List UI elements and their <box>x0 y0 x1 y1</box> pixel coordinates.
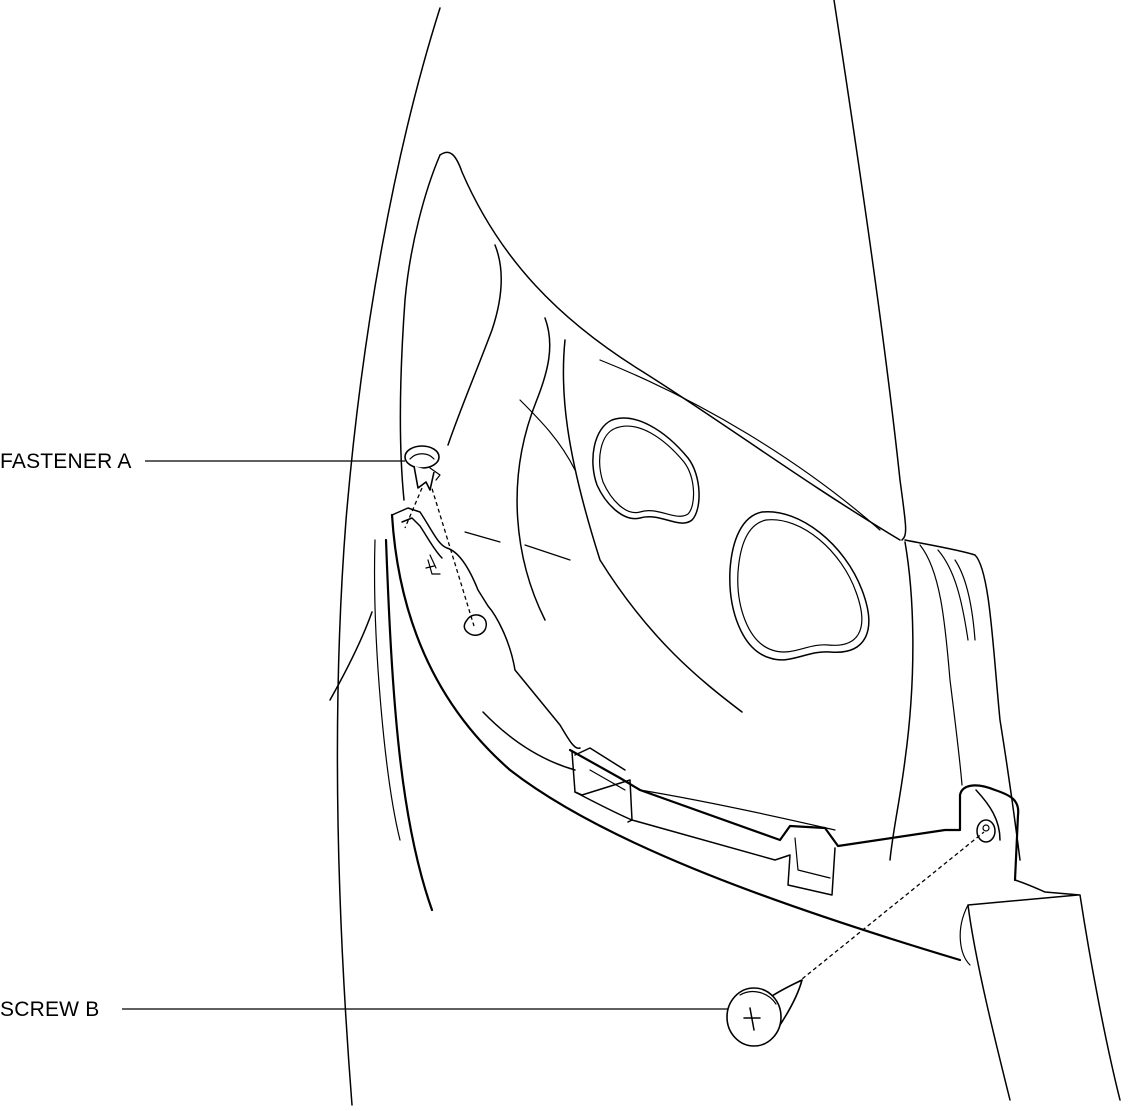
fastener-a-label: FASTENER A <box>0 450 132 473</box>
screw-b-label: SCREW B <box>0 998 100 1021</box>
assembly-guides <box>404 481 985 993</box>
fastener-a-part <box>404 445 441 491</box>
screw-b-part <box>726 979 803 1047</box>
liner-holes <box>592 417 870 661</box>
fender-liner <box>399 151 1021 861</box>
bumper-bracket <box>373 507 1121 1101</box>
body-outline <box>329 0 907 1106</box>
